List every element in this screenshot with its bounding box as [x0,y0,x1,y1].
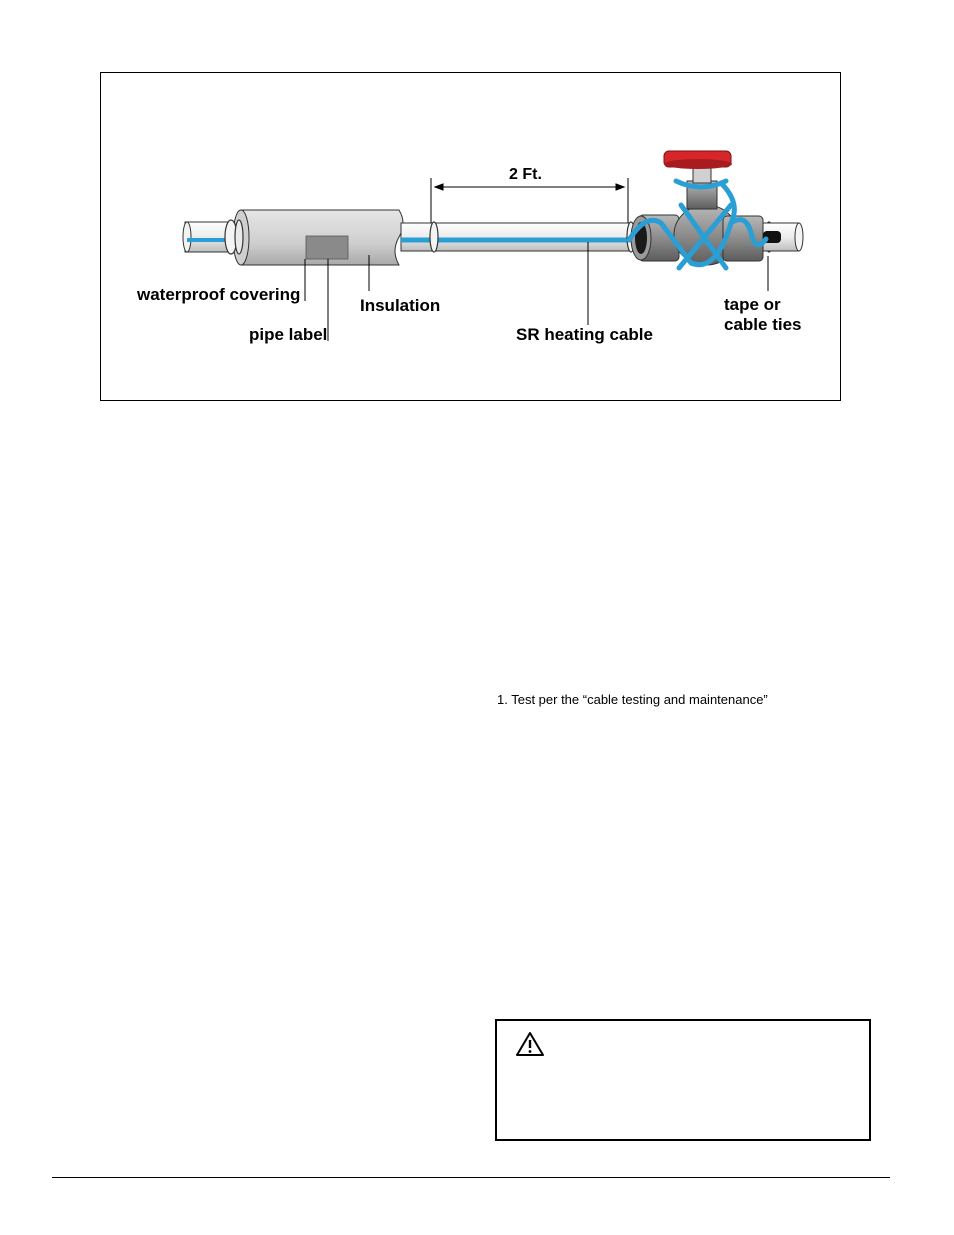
callout-insulation: Insulation [360,296,441,315]
callout-tape-or-cable-ties: tape or cable ties [724,295,802,335]
pipe-label-patch [305,235,349,260]
gate-valve [630,150,804,266]
warning-box [495,1019,871,1141]
installation-figure: 2 Ft. waterproof covering Insulation pip… [100,72,841,401]
callout-pipe-label: pipe label [249,325,328,344]
pipe-illustration [182,150,804,341]
step-1-text: 1. Test per the “cable testing and maint… [497,692,768,707]
heating-cable-valve-wrap [626,178,769,271]
callout-waterproof-covering: waterproof covering [137,285,301,304]
footer-rule [52,1177,890,1178]
callout-tape-line1: tape or [724,295,781,314]
callout-sr-heating-cable: SR heating cable [516,325,653,344]
dimension-2ft [430,178,629,223]
warning-triangle-icon [515,1031,545,1062]
dimension-label: 2 Ft. [509,166,542,183]
leader-lines [304,242,769,341]
callout-tape-line2: cable ties [724,315,802,334]
